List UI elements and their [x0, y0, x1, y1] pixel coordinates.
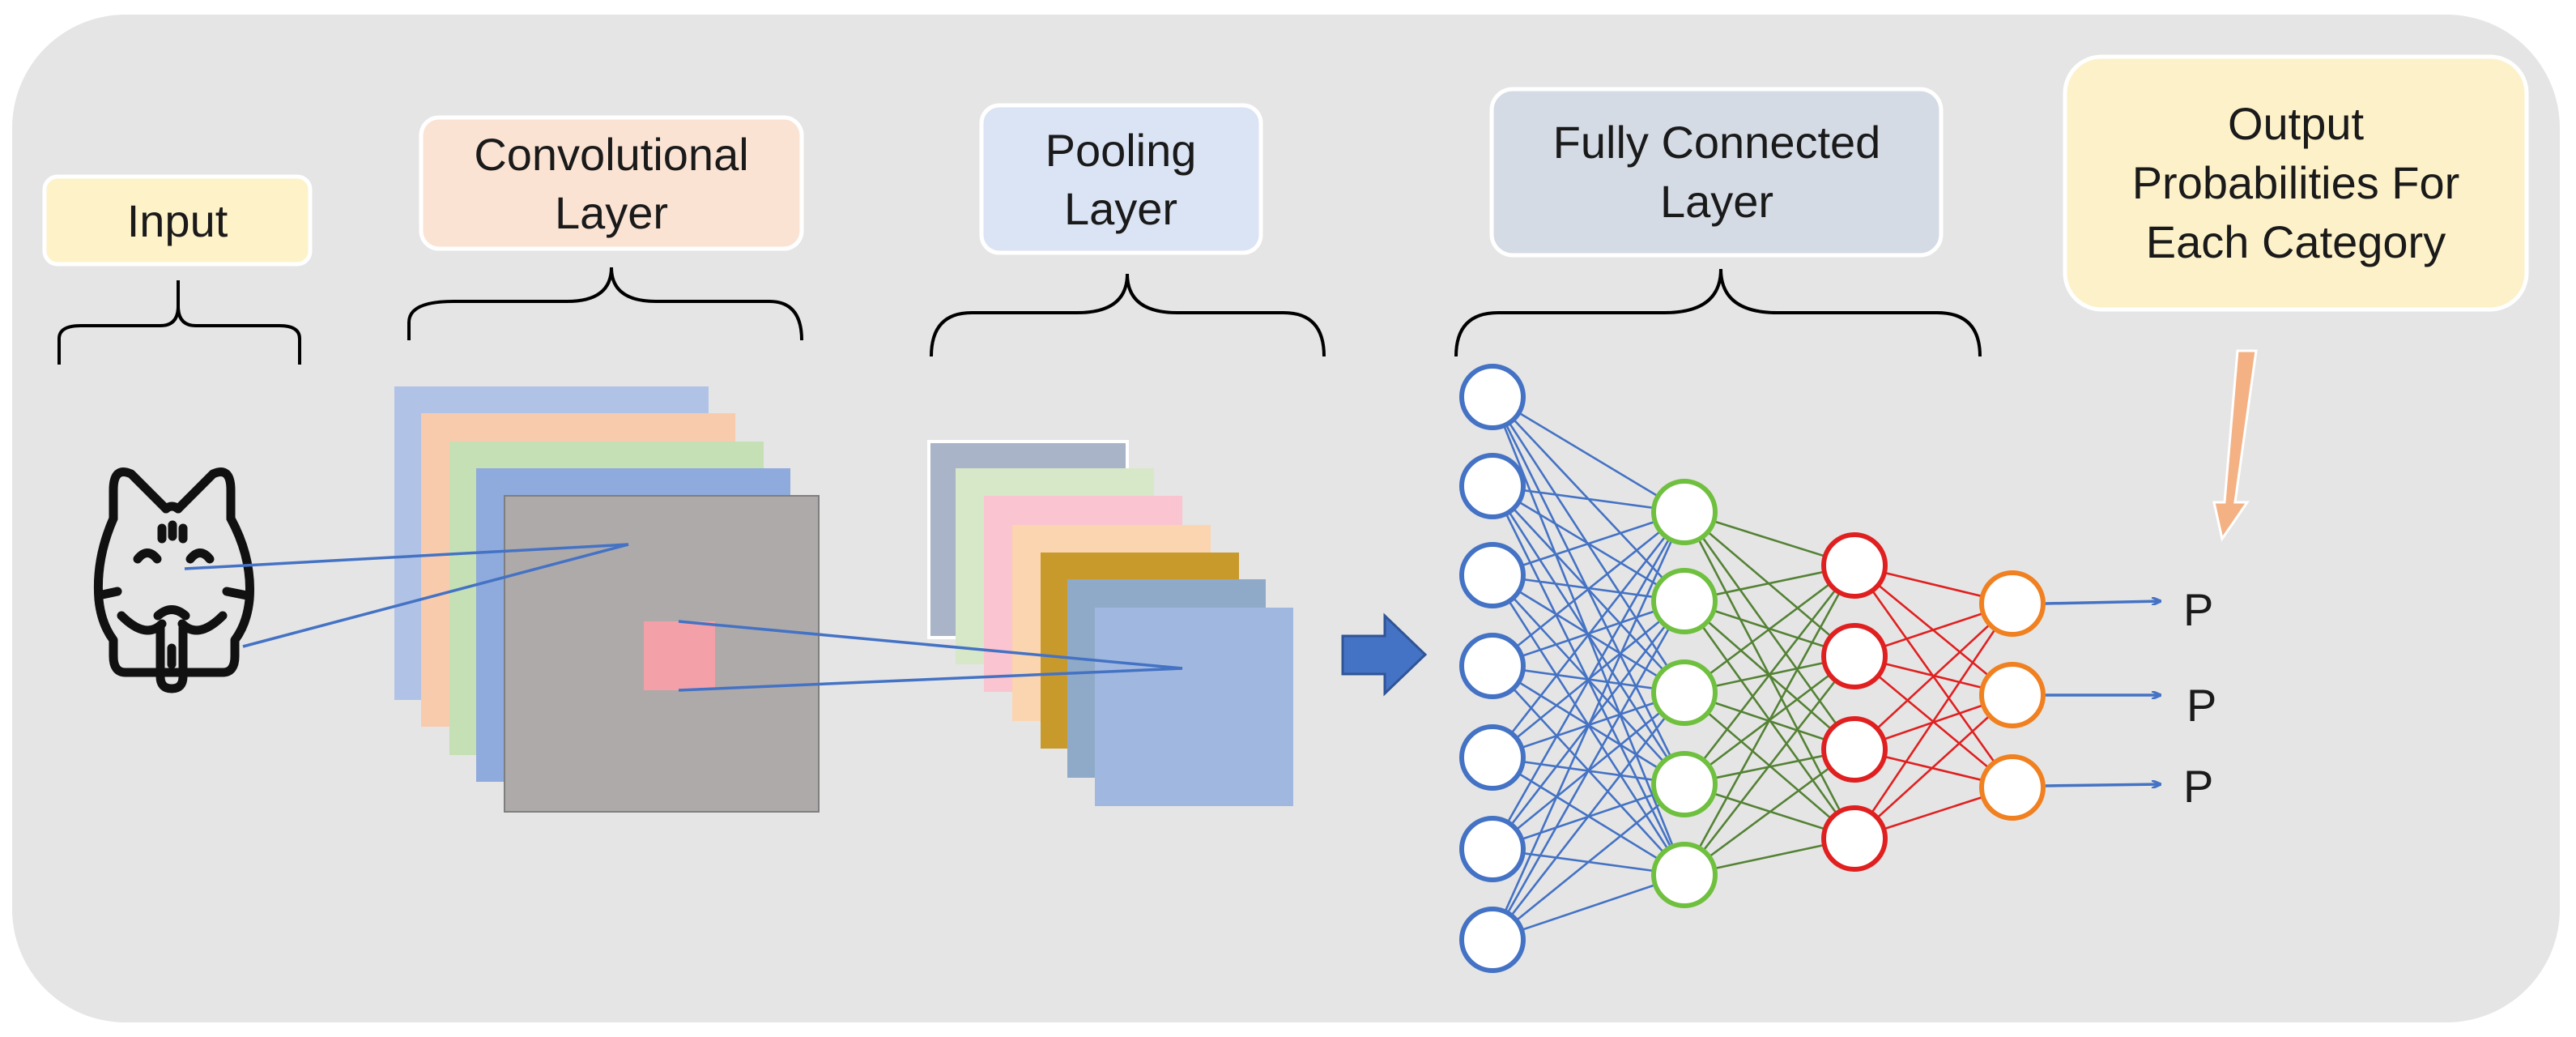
pool-map-7: [1095, 608, 1293, 806]
neuron-output: [1979, 754, 2046, 821]
neuron-input: [1459, 907, 1526, 973]
neuron-output: [1979, 662, 2046, 728]
right-arrow-icon: [1341, 612, 1428, 697]
output-label-p-1: P: [2183, 584, 2213, 635]
network-edge: [1491, 511, 1686, 758]
neuron-input: [1459, 724, 1526, 791]
dog-face-icon: [93, 467, 254, 693]
neuron-input: [1459, 542, 1526, 608]
conv-feature-maps: [394, 386, 820, 813]
fc-label-line-2: Layer: [1660, 176, 1773, 227]
neuron-input: [1459, 453, 1526, 519]
output-arrow-3: [2045, 784, 2161, 786]
network-edge: [1492, 873, 1685, 941]
input-label: Input: [127, 195, 228, 246]
pool-brace: [930, 273, 1326, 357]
neuron-hidden-1: [1651, 479, 1718, 545]
network-edge: [1853, 603, 2014, 839]
fc-label-box: Fully Connected Layer: [1489, 87, 1944, 258]
input-brace: [57, 280, 301, 365]
output-label-p-2: P: [2186, 680, 2216, 731]
network-edge: [1683, 565, 1856, 785]
network-edge: [1491, 600, 1686, 941]
output-label-line-2: Probabilities For: [2132, 157, 2460, 208]
down-arrow-icon: [2212, 349, 2258, 542]
neuron-hidden-1: [1651, 568, 1718, 634]
input-label-box: Input: [42, 174, 313, 267]
network-edge: [1492, 510, 1685, 668]
fc-brace: [1454, 268, 1982, 357]
network-edge: [1854, 694, 2013, 839]
network-edge: [1491, 511, 1686, 941]
neuron-hidden-2: [1821, 805, 1888, 872]
conv-label-box: Convolutional Layer: [419, 115, 804, 251]
neuron-hidden-2: [1821, 532, 1888, 599]
pool-label-line-1: Pooling: [1045, 125, 1197, 176]
output-arrow-1: [2045, 601, 2161, 604]
network-edge: [1854, 603, 2013, 750]
neuron-hidden-2: [1821, 716, 1888, 783]
pool-feature-maps: [927, 440, 1293, 806]
neuron-input: [1459, 633, 1526, 699]
output-arrows: [2045, 601, 2161, 786]
pool-label-box: Pooling Layer: [979, 103, 1263, 255]
neuron-hidden-1: [1651, 751, 1718, 817]
neuron-hidden-1: [1651, 659, 1718, 726]
network-edge: [1684, 748, 1855, 877]
network-edge: [1683, 655, 1856, 876]
output-label-line-1: Output: [2228, 98, 2365, 149]
network-edge: [1491, 511, 1686, 850]
network-edge: [1491, 692, 1686, 941]
neuron-input: [1459, 816, 1526, 882]
neuron-output: [1979, 570, 2046, 637]
network-edge: [1683, 565, 1856, 876]
network-edge: [1683, 511, 1856, 750]
conv-label-line-2: Layer: [555, 187, 668, 238]
conv-label-line-1: Convolutional: [474, 129, 748, 180]
pool-label-line-2: Layer: [1064, 183, 1177, 234]
network-edge: [1492, 510, 1685, 577]
conv-kernel: [644, 621, 715, 690]
output-label-line-3: Each Category: [2146, 216, 2446, 267]
output-label-p-3: P: [2183, 761, 2213, 812]
neuron-input: [1459, 364, 1526, 430]
output-label-box: Output Probabilities For Each Category: [2063, 54, 2529, 312]
neuron-hidden-1: [1651, 842, 1718, 908]
network-edge: [1492, 783, 1685, 941]
receptive-field-lines: [184, 543, 1183, 692]
network-edge: [1492, 395, 1685, 514]
conv-brace: [407, 267, 803, 341]
network-edge: [1684, 564, 1855, 694]
fc-label-line-1: Fully Connected: [1553, 117, 1881, 168]
fully-connected-network: [1459, 364, 2046, 973]
neuron-hidden-2: [1821, 623, 1888, 689]
